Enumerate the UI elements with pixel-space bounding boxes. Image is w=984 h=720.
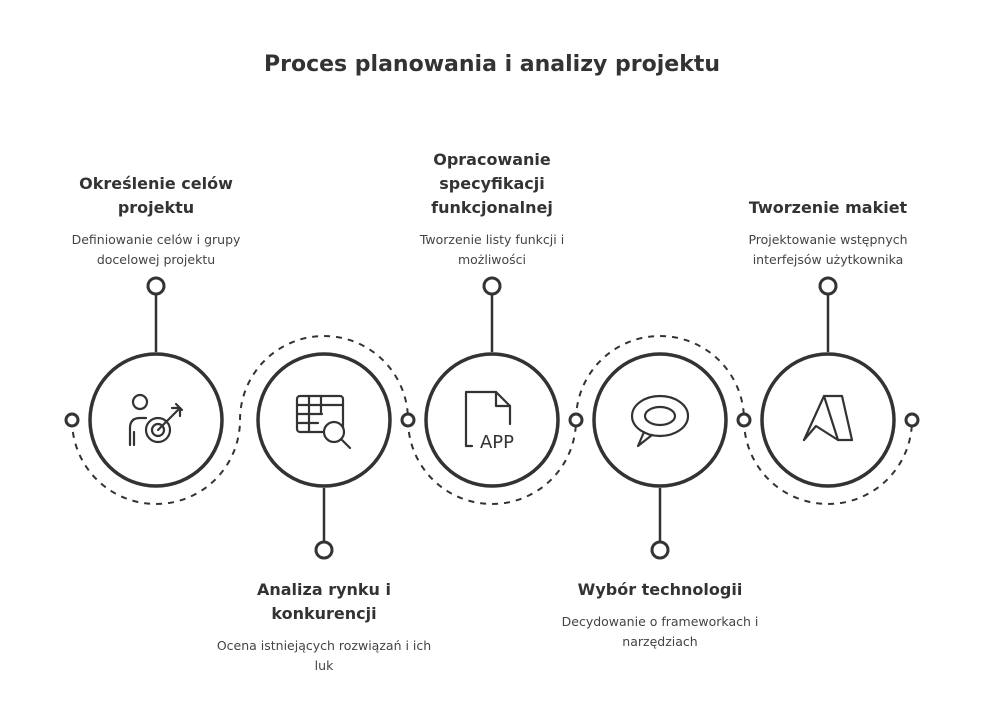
dashed-connector-arc — [239, 335, 409, 421]
app-file-icon — [464, 390, 512, 448]
table-search-icon — [295, 394, 352, 450]
connector-dot — [64, 412, 80, 428]
connector-dot — [400, 412, 416, 428]
step-title-5: Tworzenie makiet — [748, 198, 908, 217]
step-desc-5: Projektowanie wstępnych interfejsów użyt… — [748, 232, 908, 267]
connector-dot — [736, 412, 752, 428]
speech-bubble-icon — [630, 394, 690, 448]
stem-dot — [818, 276, 838, 296]
step-title-2: Analiza rynku i konkurencji — [256, 580, 391, 623]
diagram-title: Proces planowania i analizy projektu — [263, 52, 721, 77]
connector-dot — [568, 412, 584, 428]
connector-dot — [904, 412, 920, 428]
stem-dot — [482, 276, 502, 296]
step-title-4: Wybór technologii — [577, 580, 743, 599]
step-desc-4: Decydowanie o frameworkach i narzędziach — [561, 614, 759, 649]
step-circle-3 — [424, 352, 560, 488]
dashed-connector-arc — [743, 419, 913, 505]
stem-dot — [146, 276, 166, 296]
autodesk-logo-icon — [802, 394, 854, 442]
step-circle-1 — [88, 352, 224, 488]
step-desc-1: Definiowanie celów i grupy docelowej pro… — [71, 232, 241, 267]
step-desc-3: Tworzenie listy funkcji i możliwości — [419, 232, 565, 267]
step-circle-4 — [592, 352, 728, 488]
dashed-connector-arc — [71, 419, 241, 505]
stem-dot — [314, 540, 334, 560]
stem-dot — [650, 540, 670, 560]
step-title-1: Określenie celów projektu — [79, 174, 233, 217]
step-desc-2: Ocena istniejących rozwiązań i ich luk — [216, 638, 432, 673]
step-circle-5 — [760, 352, 896, 488]
person-target-icon — [128, 393, 184, 447]
step-circle-2 — [256, 352, 392, 488]
app-text: APP — [480, 432, 514, 453]
dashed-connector-arc — [575, 335, 745, 421]
step-title-3: Opracowanie specyfikacji funkcjonalnej — [431, 150, 553, 217]
dashed-connector-arc — [407, 419, 577, 505]
